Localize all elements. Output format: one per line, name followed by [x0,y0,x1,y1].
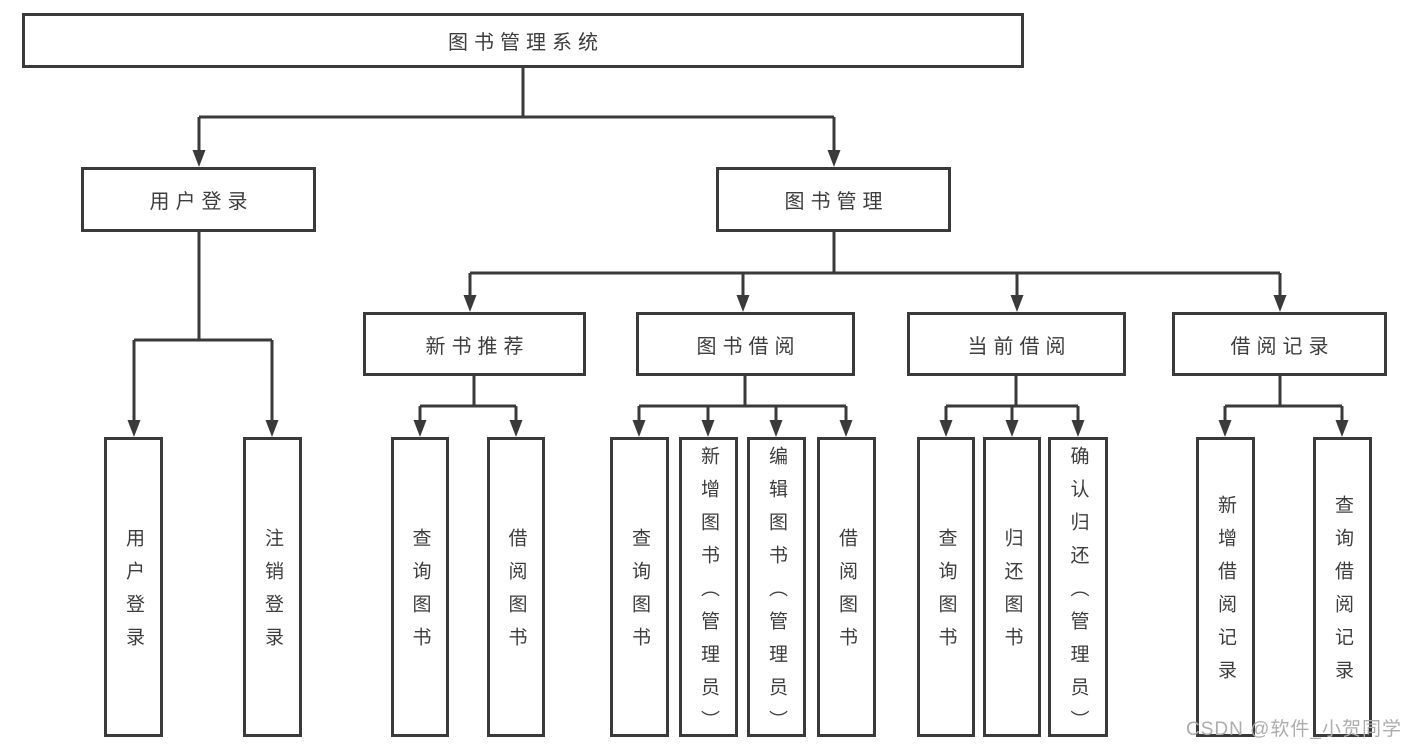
leaf-borrow-books-borrow-label: 借阅图书 [836,528,857,660]
node-current-borrow: 当前借阅 [907,312,1126,376]
leaf-add-book-admin: 新增图书（管理员） [679,437,738,743]
node-book-management-label: 图书管理 [784,191,889,213]
leaf-edit-book-admin-label: 编辑图书（管理员） [766,445,787,743]
leaf-add-borrow-record: 新增借阅记录 [1196,437,1255,737]
arrowhead-icons [127,150,1349,437]
leaf-user-login: 用户登录 [104,437,163,737]
leaf-return-books-label: 归还图书 [1001,528,1023,660]
leaf-logout-login: 注销登录 [243,437,302,737]
leaf-query-books-recommend-label: 查询图书 [409,528,431,660]
leaf-confirm-return-admin-label: 确认归还（管理员） [1067,445,1089,743]
node-new-book-recommend: 新书推荐 [363,312,586,376]
node-user-login-label: 用户登录 [149,191,254,213]
leaf-confirm-return-admin: 确认归还（管理员） [1048,437,1108,743]
leaf-borrow-books-recommend-label: 借阅图书 [505,528,527,660]
node-root: 图书管理系统 [22,13,1024,68]
node-new-book-recommend-label: 新书推荐 [425,335,530,358]
leaf-user-login-label: 用户登录 [123,528,144,660]
leaf-edit-book-admin: 编辑图书（管理员） [747,437,806,743]
leaf-logout-login-label: 注销登录 [262,528,283,660]
leaf-borrow-books-borrow: 借阅图书 [817,437,876,737]
leaf-query-borrow-record-label: 查询借阅记录 [1332,495,1353,693]
leaf-return-books: 归还图书 [983,437,1041,737]
csdn-watermark: CSDN @软件_小贺同学 [1186,719,1402,740]
leaf-borrow-books-recommend: 借阅图书 [487,437,545,737]
node-borrow-records-label: 借阅记录 [1230,335,1335,358]
leaf-add-borrow-record-label: 新增借阅记录 [1215,495,1236,693]
node-borrow-records: 借阅记录 [1172,312,1387,376]
leaf-query-borrow-record: 查询借阅记录 [1313,437,1372,737]
node-root-label: 图书管理系统 [448,32,604,54]
node-current-borrow-label: 当前借阅 [967,335,1072,358]
node-book-borrow-label: 图书借阅 [696,335,801,358]
node-book-management: 图书管理 [716,167,951,232]
leaf-query-books-current: 查询图书 [917,437,975,737]
leaf-query-books-recommend: 查询图书 [391,437,449,737]
node-user-login: 用户登录 [81,167,316,232]
leaf-query-books-borrow-label: 查询图书 [629,528,650,660]
node-book-borrow: 图书借阅 [636,312,855,376]
leaf-query-books-current-label: 查询图书 [935,528,957,660]
leaf-add-book-admin-label: 新增图书（管理员） [698,445,719,743]
leaf-query-books-borrow: 查询图书 [610,437,669,737]
